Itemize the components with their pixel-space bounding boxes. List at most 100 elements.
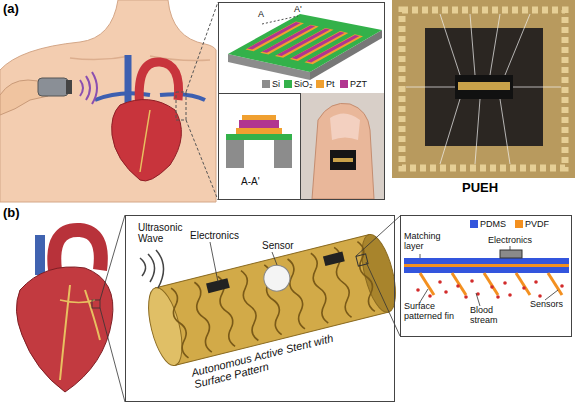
zoom-leader-lines xyxy=(186,2,218,92)
blood-cells xyxy=(416,279,564,299)
blood-cells xyxy=(428,294,432,298)
device-3d-view xyxy=(262,16,298,24)
panel-label: (a) xyxy=(3,2,19,16)
stent-illustration xyxy=(284,258,309,330)
cross-section-layers xyxy=(274,140,292,168)
ultrasonic-wave-arcs xyxy=(148,254,155,282)
pueh-chip-photo xyxy=(500,99,510,164)
blood-cells xyxy=(490,285,494,289)
stent-illustration xyxy=(261,262,293,294)
legend-swatch xyxy=(284,80,292,88)
pueh-chip-photo xyxy=(505,14,530,75)
ultrasonic-wave-arcs xyxy=(92,72,97,104)
stent-layer-section xyxy=(500,250,522,258)
pueh-chip-photo xyxy=(406,87,455,88)
part-label: Electronics xyxy=(190,230,239,241)
device-3d-view xyxy=(228,14,382,80)
surface-fins xyxy=(420,273,562,295)
ultrasound-probe xyxy=(66,80,72,94)
ultrasound-probe xyxy=(0,78,72,115)
surface-fins xyxy=(548,273,562,295)
leader-lines xyxy=(210,242,218,282)
finger-photo xyxy=(301,93,384,199)
pueh-chip-photo xyxy=(402,10,565,168)
cross-section-layers xyxy=(226,115,292,168)
zoom-leader-lines xyxy=(186,120,218,200)
stent-illustration xyxy=(356,254,368,266)
legend-text: PVDF xyxy=(525,219,549,229)
legend-text: SiO₂ xyxy=(294,79,313,89)
pueh-chip-photo xyxy=(490,14,500,75)
leader-lines xyxy=(545,290,558,300)
legend-text: PDMS xyxy=(480,219,506,229)
legend-entry: Si xyxy=(262,80,280,89)
ultrasonic-wave-arcs xyxy=(86,76,90,100)
ultrasonic-wave-arcs xyxy=(140,258,146,276)
stent-panel: Ultrasonic WaveElectronicsSensorAutonomo… xyxy=(125,215,395,402)
stent-layer-section xyxy=(404,267,569,273)
ultrasonic-wave-arcs xyxy=(80,72,97,104)
heart-shape xyxy=(112,100,182,181)
legend-entry: PZT xyxy=(340,80,367,89)
stent-illustration xyxy=(354,241,379,313)
zoom-panel: Matching layerElectronicsSensorsSurface … xyxy=(400,215,572,337)
device-3d-view xyxy=(304,34,363,64)
stent-illustration xyxy=(323,252,345,267)
pueh-chip-photo xyxy=(475,99,480,164)
legend-entry: PDMS xyxy=(470,220,506,229)
legend-entry: Pt xyxy=(316,80,335,89)
finger-photo xyxy=(330,113,360,140)
blood-cells xyxy=(560,284,564,288)
heart-shape xyxy=(112,100,182,181)
leader-lines xyxy=(420,289,428,302)
zoom-leader-lines xyxy=(92,300,100,308)
legend-text: Pt xyxy=(326,79,335,89)
inset-panel: A A' A-A' xyxy=(218,2,385,200)
blood-cells xyxy=(456,284,460,288)
section-label: A-A' xyxy=(241,176,260,187)
ultrasound-probe xyxy=(38,78,68,96)
heart-illustration xyxy=(85,290,100,340)
legend-swatch xyxy=(316,80,324,88)
section-mark: A xyxy=(258,10,264,20)
pueh-chip-photo xyxy=(513,87,561,88)
legend-entry: PVDF xyxy=(515,220,549,229)
heart-shape xyxy=(140,110,150,172)
stent-layer-section xyxy=(404,250,569,273)
legend-text: PZT xyxy=(350,79,367,89)
finger-photo xyxy=(330,150,356,170)
device-3d-view xyxy=(304,34,363,64)
zoom-leader-lines xyxy=(176,92,186,120)
leader-lines xyxy=(476,293,480,306)
ultrasonic-wave-arcs xyxy=(140,250,164,288)
finger-photo xyxy=(333,158,353,162)
panel-label: (b) xyxy=(3,206,20,220)
part-label: Sensor xyxy=(262,240,294,251)
stent-illustration xyxy=(237,270,262,342)
stent-illustration xyxy=(142,284,189,368)
blood-cells xyxy=(508,293,512,297)
blood-cells xyxy=(470,279,474,283)
cross-section-layers xyxy=(226,140,244,168)
heart-illustration xyxy=(54,230,101,270)
heart-illustration xyxy=(60,285,70,380)
photo-caption: PUEH xyxy=(462,181,498,195)
ultrasonic-wave-arcs xyxy=(80,80,83,96)
pueh-chip-photo xyxy=(458,82,510,90)
legend-entry: SiO₂ xyxy=(284,80,313,89)
blood-cells xyxy=(538,294,542,298)
heart-illustration xyxy=(16,267,112,392)
torso-illustration xyxy=(0,0,216,202)
surface-fins xyxy=(484,273,498,295)
legend-swatch xyxy=(515,220,523,228)
heart-illustration xyxy=(60,300,95,303)
cross-section-layers xyxy=(239,120,279,128)
stent-layer-section xyxy=(404,258,569,264)
legend-text: Si xyxy=(272,79,280,89)
stent-title: Autonomous Active Stent with Surface Pat… xyxy=(190,331,341,391)
blood-cells xyxy=(503,281,507,285)
pueh-chip-photo xyxy=(392,0,575,178)
section-mark: A' xyxy=(294,5,302,15)
pueh-chip-photo xyxy=(455,75,513,99)
